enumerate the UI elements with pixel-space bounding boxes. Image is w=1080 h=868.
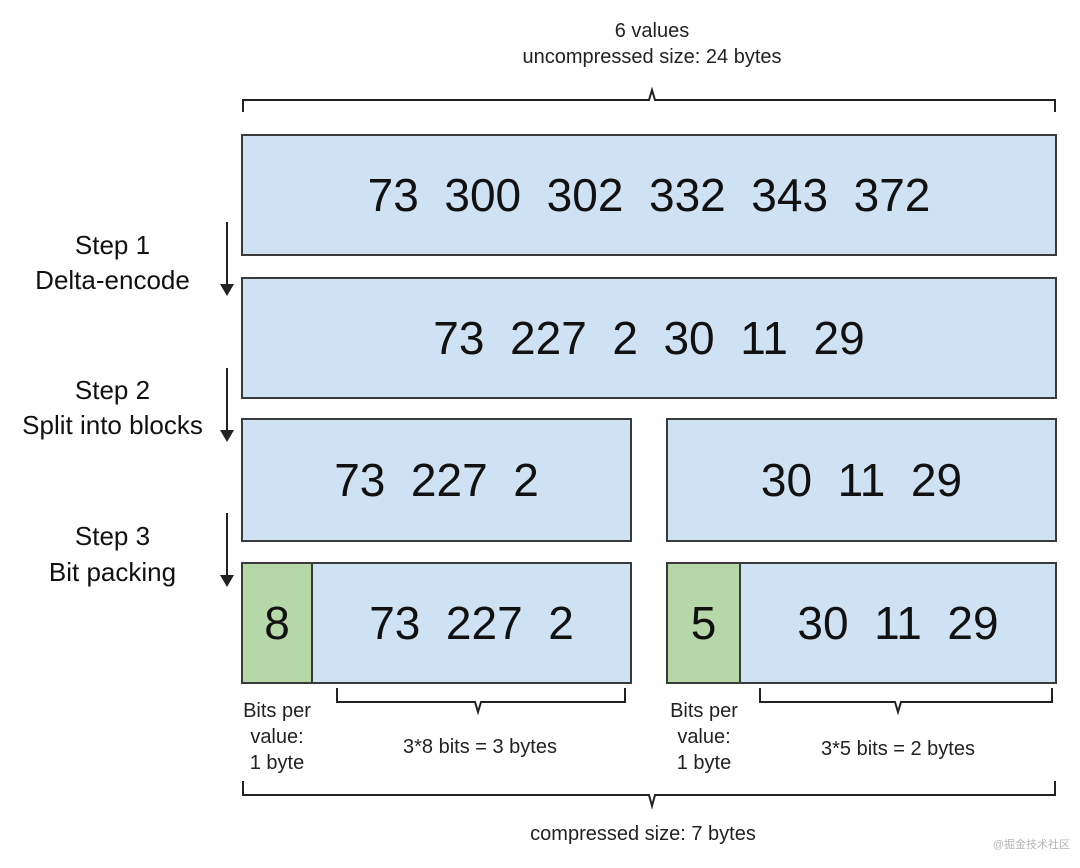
- bottom-brace: [242, 781, 1056, 810]
- block-a-box: 73 227 2: [241, 418, 632, 542]
- step-2-desc: Split into blocks: [22, 410, 203, 440]
- block-b-box: 30 11 29: [666, 418, 1057, 542]
- packed-a-bits-label-line1: Bits per: [243, 700, 311, 722]
- packed-a-bits-box: 8: [241, 562, 311, 684]
- packed-a-size-label: 3*8 bits = 3 bytes: [403, 736, 557, 758]
- step-2-arrow: [220, 368, 234, 442]
- step-3-arrow: [220, 513, 234, 587]
- step-3-title: Step 3: [74, 521, 151, 551]
- packed-b-size-label: 3*5 bits = 2 bytes: [821, 738, 975, 760]
- packed-a-bits-label-line2: value:: [250, 726, 304, 748]
- packed-b-bits-box: 5: [666, 562, 739, 684]
- step-2-title: Step 2: [74, 375, 151, 405]
- step-1-desc: Delta-encode: [35, 265, 190, 295]
- packed-b-bits-label-line3: 1 byte: [676, 752, 732, 774]
- packed-a-brace: [336, 688, 626, 716]
- original-values-box: 73 300 302 332 343 372: [241, 134, 1057, 256]
- watermark-text: @掘金技术社区: [992, 839, 1070, 851]
- packed-b-bits-label-line2: value:: [677, 726, 731, 748]
- packed-a-bits-label-line3: 1 byte: [249, 752, 305, 774]
- packed-b-brace: [759, 688, 1053, 716]
- step-1-arrow: [220, 222, 234, 296]
- step-3-desc: Bit packing: [48, 557, 177, 587]
- packed-b-values-box: 30 11 29: [739, 562, 1057, 684]
- compressed-size-label: compressed size: 7 bytes: [530, 823, 756, 845]
- values-count-label: 6 values: [614, 20, 690, 42]
- delta-values-box: 73 227 2 30 11 29: [241, 277, 1057, 399]
- packed-a-values-box: 73 227 2: [311, 562, 632, 684]
- top-brace: [242, 86, 1056, 112]
- packed-b-bits-label-line1: Bits per: [670, 700, 738, 722]
- step-1-title: Step 1: [74, 230, 151, 260]
- uncompressed-size-label: uncompressed size: 24 bytes: [522, 46, 782, 68]
